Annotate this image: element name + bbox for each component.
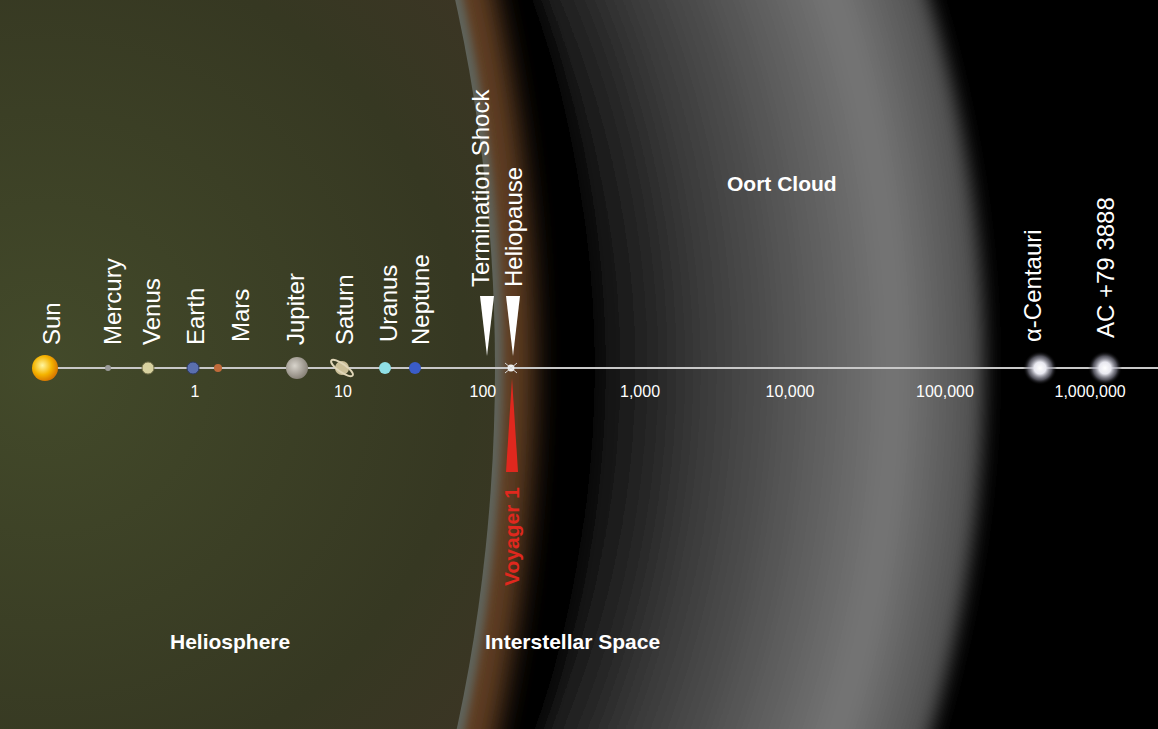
mercury-symbol <box>105 365 111 371</box>
heliosphere-region <box>0 0 495 729</box>
heliosphere-rim <box>0 0 535 729</box>
boundary-label: Termination Shock <box>468 90 494 287</box>
voyager-probe <box>505 363 517 373</box>
oort-cloud-band <box>500 0 985 729</box>
planet-label: Jupiter <box>283 273 309 345</box>
uranus-symbol <box>379 362 391 374</box>
region-name: Heliosphere <box>170 630 290 654</box>
star-label: α-Centauri <box>1020 229 1046 342</box>
star-symbol <box>1088 351 1122 385</box>
heliosphere-edge <box>0 0 503 729</box>
planet-label: Mars <box>228 289 254 342</box>
planet-label: Venus <box>139 278 165 345</box>
region-name: Oort Cloud <box>727 172 837 196</box>
distance-axis <box>45 367 1158 369</box>
region-name: Interstellar Space <box>485 630 660 654</box>
venus-symbol <box>142 362 154 374</box>
planet-label: Sun <box>39 302 65 345</box>
distance-number: 1,000,000 <box>1055 383 1126 401</box>
region-shape <box>500 0 1020 729</box>
distance-number: 1 <box>191 383 200 401</box>
distance-number: 10 <box>334 383 352 401</box>
planet-label: Saturn <box>332 274 358 345</box>
planet-label: Earth <box>183 288 209 345</box>
boundary-label: Heliopause <box>501 167 527 287</box>
neptune-symbol <box>409 362 421 374</box>
star-symbol <box>1023 351 1057 385</box>
oort-cloud-region: Oort Cloud <box>500 0 1020 729</box>
spacecraft-label: Voyager 1 <box>500 487 523 586</box>
planet-label: Uranus <box>376 265 402 342</box>
sun-symbol <box>32 355 58 381</box>
distance-number: 100 <box>470 383 497 401</box>
planet-label: Mercury <box>100 258 126 345</box>
planet-label: Neptune <box>408 254 434 345</box>
earth-symbol <box>187 362 199 374</box>
star-label: AC +79 3888 <box>1093 197 1119 338</box>
distance-number: 100,000 <box>916 383 974 401</box>
mars-symbol <box>214 364 222 372</box>
distance-number: 10,000 <box>766 383 815 401</box>
jupiter-symbol <box>286 357 308 379</box>
distance-number: 1,000 <box>620 383 660 401</box>
